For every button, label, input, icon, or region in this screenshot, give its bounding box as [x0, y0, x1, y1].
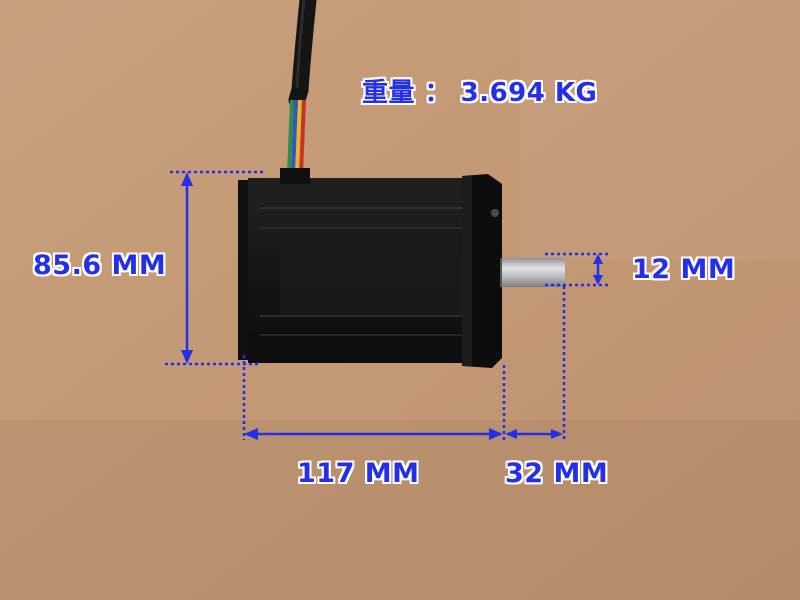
- cable-highlight: [295, 0, 306, 89]
- shaft-length-arrow-right: [551, 429, 563, 439]
- stepper-motor: [238, 168, 502, 368]
- shaft-length-label: 32 MM: [505, 458, 609, 489]
- length-arrow-right: [489, 428, 503, 440]
- length-arrow-left: [244, 428, 258, 440]
- flange-screw-hole: [491, 209, 499, 217]
- motor-label-area: [280, 230, 465, 315]
- height-arrow-top: [181, 172, 193, 186]
- motor-bottom-ridge: [248, 335, 480, 363]
- background-shade: [0, 420, 800, 600]
- shaft-length-arrow-left: [505, 429, 517, 439]
- dimension-lines: [165, 170, 608, 440]
- motor-cable: [288, 0, 317, 109]
- body-height-label: 85.6 MM: [33, 250, 167, 281]
- motor-wires: [287, 99, 306, 176]
- motor-shaft: [501, 258, 565, 287]
- weight-label: 重量 ： 3.694 KG: [362, 78, 598, 108]
- shaft-diameter-label: 12 MM: [632, 254, 736, 285]
- shaft-diameter-arrow-bottom: [593, 275, 603, 285]
- dimension-arrowheads: [181, 172, 603, 440]
- shaft-diameter-arrow-top: [593, 254, 603, 264]
- height-arrow-bottom: [181, 350, 193, 364]
- motor-wire-grommet: [280, 168, 310, 184]
- body-length-label: 117 MM: [297, 458, 420, 489]
- background-highlight: [520, 0, 800, 260]
